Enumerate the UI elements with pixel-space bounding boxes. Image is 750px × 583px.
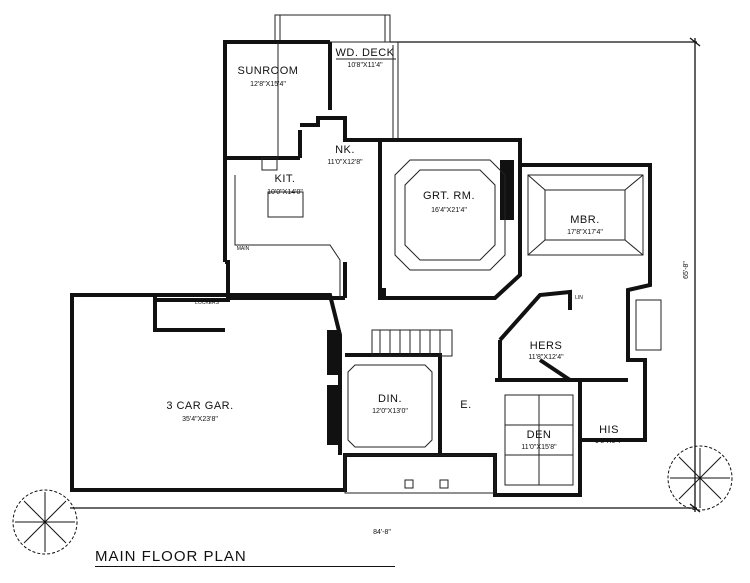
tree-icon <box>667 445 733 511</box>
room-size-sunroom: 12'8"X15'4" <box>250 81 286 88</box>
tree-icon <box>12 489 78 555</box>
dimension-depth: 65'-8" <box>683 261 690 279</box>
room-size-great-room: 16'4"X21'4" <box>431 207 467 214</box>
room-name-garage: 3 CAR GAR. <box>166 400 233 412</box>
room-name-deck: WD. DECK <box>336 47 395 59</box>
label-lockers: LOCKERS <box>195 300 220 306</box>
room-size-hers: 11'8"X12'4" <box>528 354 564 361</box>
room-labels: WD. DECK 10'8"X11'4" SUNROOM 12'8"X15'4"… <box>166 47 690 536</box>
room-name-den: DEN <box>527 429 552 441</box>
room-size-deck: 10'8"X11'4" <box>347 62 383 69</box>
room-name-kitchen: KIT. <box>275 173 296 185</box>
kitchen-fixtures <box>234 157 662 351</box>
room-size-master-bedroom: 17'8"X17'4" <box>567 229 603 236</box>
label-main: MAIN <box>237 246 250 252</box>
plan-title: MAIN FLOOR PLAN <box>95 548 395 567</box>
room-size-den: 11'0"X15'8" <box>521 444 557 451</box>
porch <box>344 454 496 494</box>
room-name-entry: E. <box>460 399 471 411</box>
interior-walls <box>72 140 628 455</box>
room-size-kitchen: 10'0"X14'0" <box>267 189 303 196</box>
dimension-lines <box>70 37 701 513</box>
room-name-dining: DIN. <box>378 393 402 405</box>
room-size-nook: 11'0"X12'8" <box>327 159 363 166</box>
tray-ceilings <box>277 42 644 486</box>
dimension-width: 84'-8" <box>373 529 391 536</box>
stairs <box>371 329 453 357</box>
room-name-his: HIS <box>599 424 619 436</box>
label-linen: LIN <box>575 295 583 301</box>
deck <box>274 14 399 141</box>
room-name-great-room: GRT. RM. <box>423 190 475 202</box>
room-size-garage: 35'4"X23'8" <box>182 416 218 423</box>
room-name-nook: NK. <box>335 144 355 156</box>
room-size-his: 9'8"X6'4" <box>595 438 623 445</box>
room-name-sunroom: SUNROOM <box>238 65 299 77</box>
room-name-master-bedroom: MBR. <box>570 214 600 226</box>
room-size-dining: 12'0"X13'0" <box>372 408 408 415</box>
exterior-walls <box>70 40 652 497</box>
room-name-hers: HERS <box>530 340 563 352</box>
